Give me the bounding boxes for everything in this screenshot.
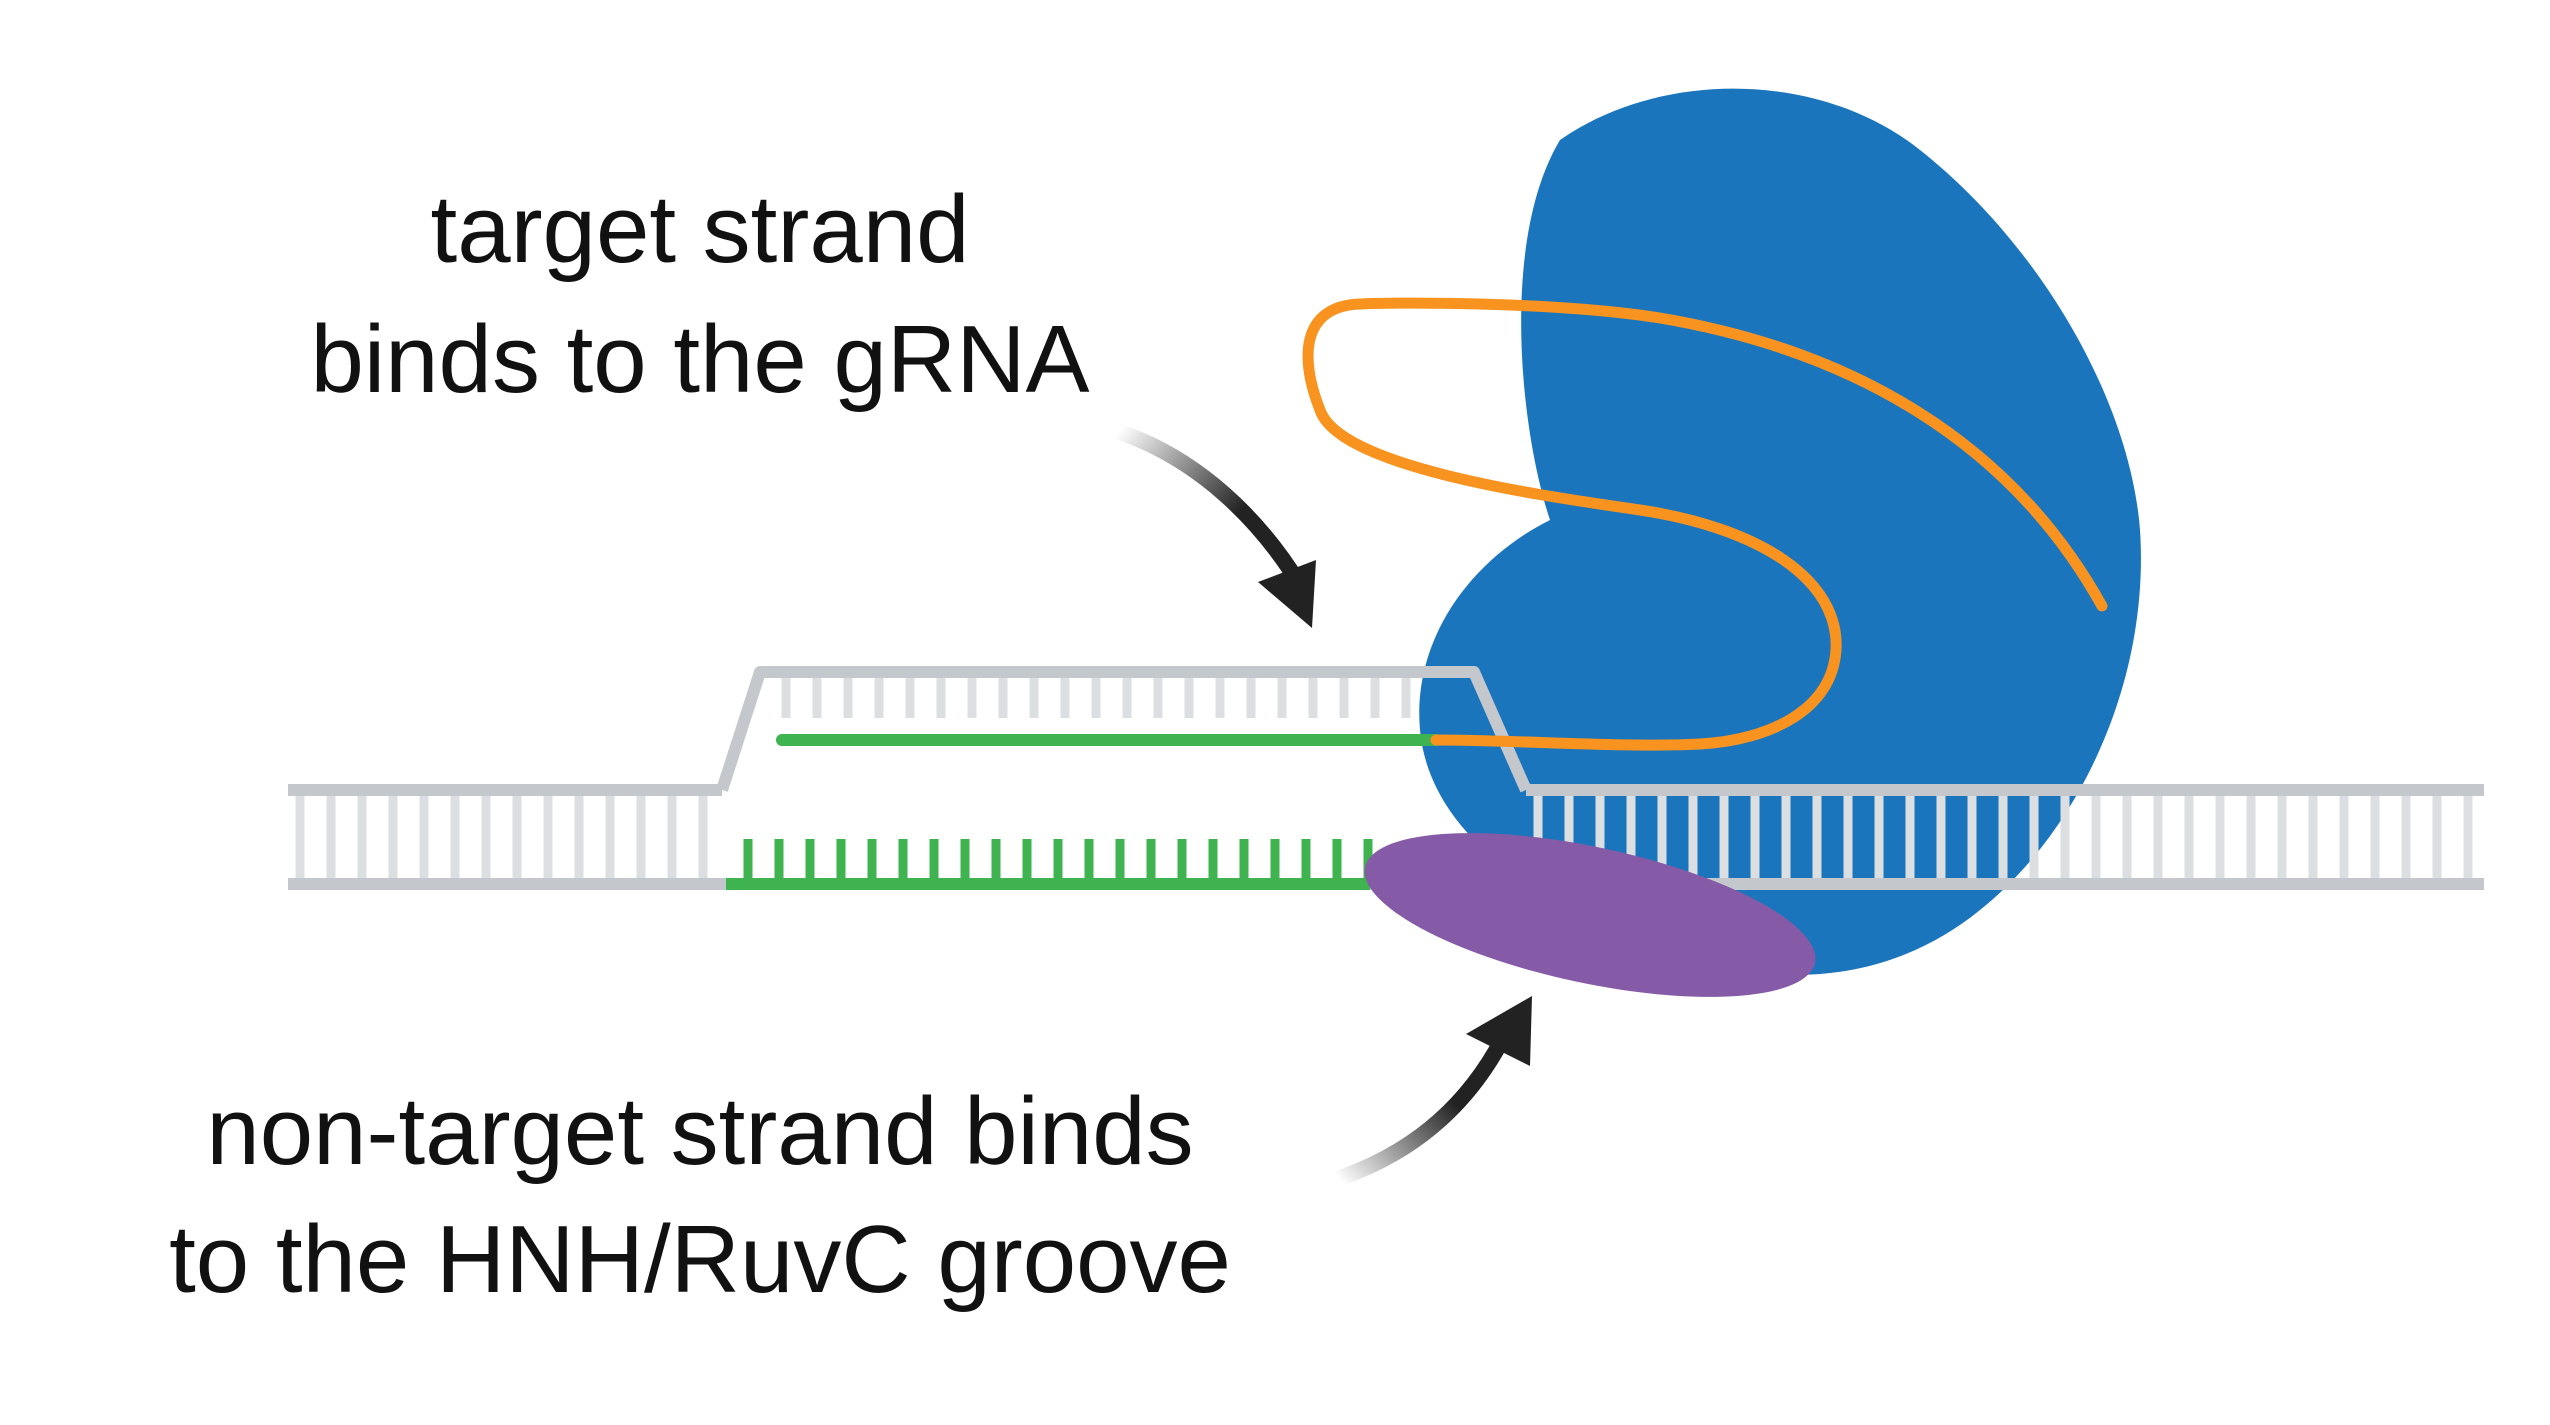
displaced-strand <box>716 666 1532 793</box>
hnh-ruvc-domain <box>1364 833 1816 997</box>
r-loop <box>716 666 1532 890</box>
dna-duplex <box>288 784 2484 890</box>
top-label-line2: binds to the gRNA <box>310 306 1089 413</box>
guide-rna <box>1302 297 2108 751</box>
bottom-label-line1: non-target strand binds <box>206 1078 1193 1185</box>
bottom-label-line2: to the HNH/RuvC groove <box>169 1206 1231 1313</box>
top-label-line1: target strand <box>431 176 970 283</box>
arrow-to-groove-icon <box>1332 996 1532 1186</box>
arrow-to-grna-icon <box>1112 424 1316 628</box>
